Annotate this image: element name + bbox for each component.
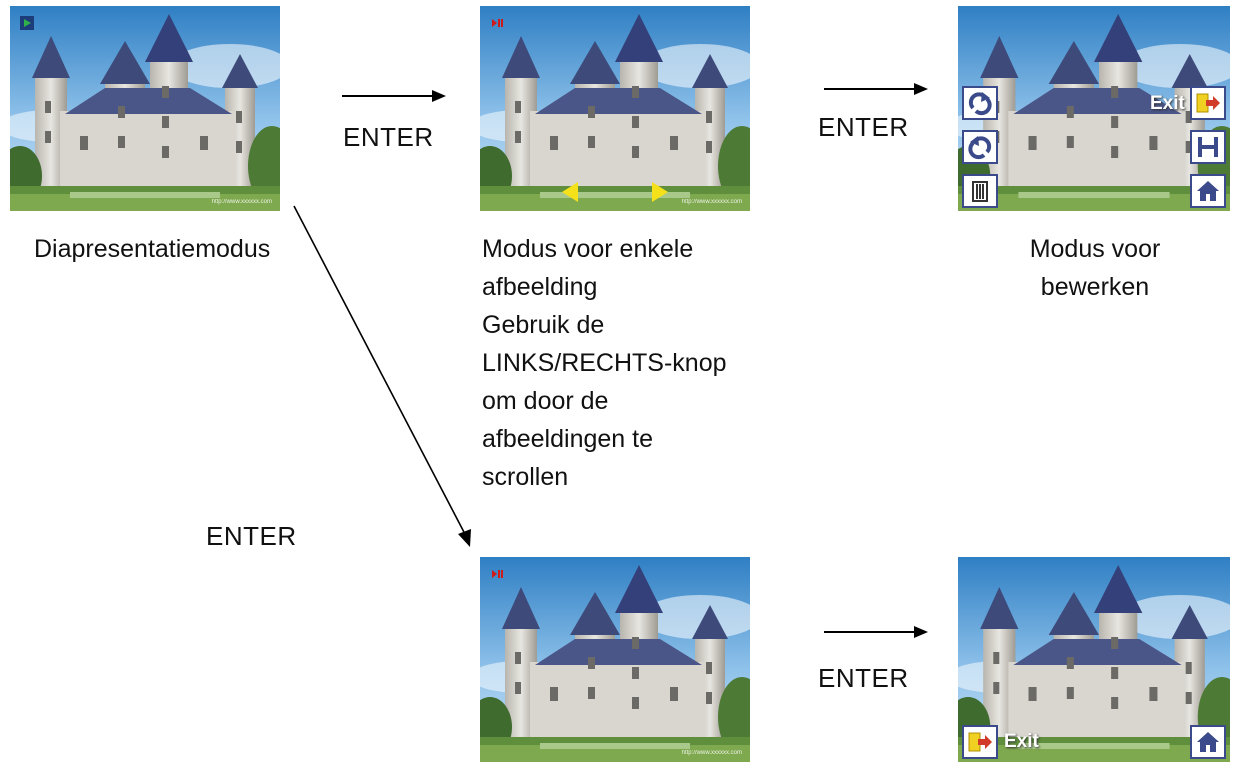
arrow-to-single <box>342 90 446 102</box>
edit-mode-screenshot: Exit <box>958 6 1230 211</box>
watermark: http://www.xxxxxx.com <box>681 750 742 756</box>
slideshow-caption: Diapresentatiemodus <box>34 235 271 263</box>
home-icon <box>1197 732 1219 752</box>
single-image-screenshot: http://www.xxxxxx.com <box>480 6 750 211</box>
home-button[interactable] <box>1190 174 1226 208</box>
exit-button[interactable] <box>1190 86 1226 120</box>
watermark: http://www.xxxxxx.com <box>681 199 742 205</box>
play-pause-icon <box>492 19 503 27</box>
caption-line: LINKS/RECHTS-knop <box>482 349 727 377</box>
right-arrow-icon <box>652 182 668 202</box>
enter-label: ENTER <box>818 112 909 142</box>
delete-button[interactable] <box>962 174 998 208</box>
exit-button[interactable] <box>962 725 998 759</box>
castle-image <box>480 6 750 211</box>
enter-label: ENTER <box>206 521 297 551</box>
caption-line: afbeeldingen te <box>482 425 653 453</box>
arrow-to-zoom-menu <box>824 626 928 638</box>
save-icon <box>1198 137 1218 157</box>
caption-line: om door de <box>482 387 609 415</box>
rotate-clockwise-icon <box>968 92 992 116</box>
castle-image <box>10 6 280 211</box>
watermark: http://www.xxxxxx.com <box>211 199 272 205</box>
arrow-to-edit <box>824 83 928 95</box>
edit-mode-caption: Modus voor bewerken <box>1000 230 1190 306</box>
enter-label: ENTER <box>343 122 434 152</box>
zoom-menu-screenshot: Exit <box>958 557 1230 762</box>
left-arrow-icon <box>562 182 578 202</box>
rotate-clockwise-button[interactable] <box>962 86 998 120</box>
exit-label: Exit <box>1004 731 1039 752</box>
single-image-caption: Modus voor enkele afbeelding Gebruik de … <box>482 230 727 496</box>
slideshow-screenshot: http://www.xxxxxx.com <box>10 6 280 211</box>
zoom-mode-screenshot: http://www.xxxxxx.com <box>480 557 750 762</box>
exit-icon <box>968 732 992 752</box>
play-pause-icon <box>492 570 503 578</box>
exit-label: Exit <box>1150 93 1185 114</box>
save-button[interactable] <box>1190 130 1226 164</box>
exit-icon <box>1196 93 1220 113</box>
delete-icon <box>972 181 988 202</box>
caption-line: bewerken <box>1040 273 1150 301</box>
caption-line: Modus voor enkele <box>482 235 694 263</box>
enter-label: ENTER <box>818 663 909 693</box>
caption-line: Gebruik de <box>482 311 605 339</box>
arrow-to-zoom <box>293 205 471 547</box>
castle-image <box>480 557 750 762</box>
home-button[interactable] <box>1190 725 1226 759</box>
home-icon <box>1197 181 1219 201</box>
caption-line: scrollen <box>482 463 569 491</box>
rotate-counterclockwise-icon <box>968 136 992 160</box>
play-icon <box>20 16 34 30</box>
caption-line: afbeelding <box>482 273 598 301</box>
rotate-counterclockwise-button[interactable] <box>962 130 998 164</box>
caption-line: Modus voor <box>1029 235 1161 263</box>
